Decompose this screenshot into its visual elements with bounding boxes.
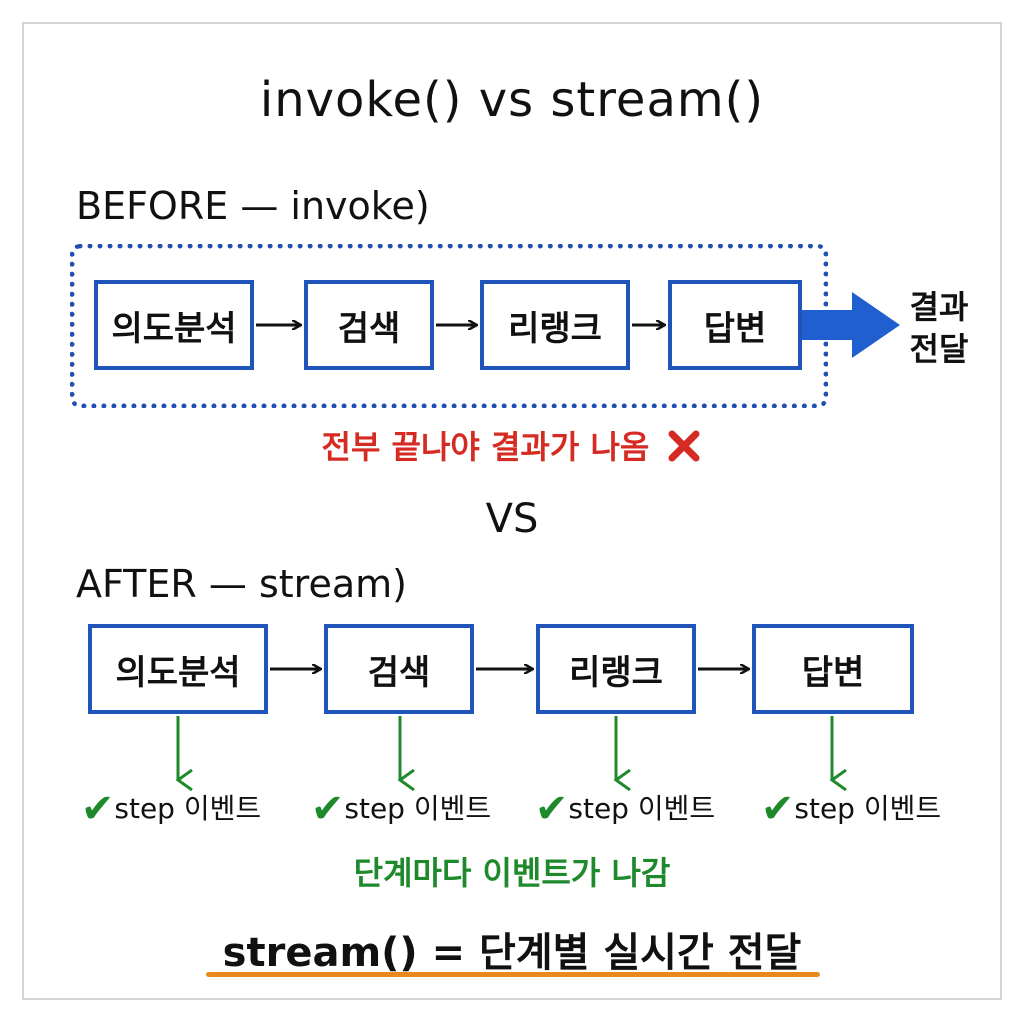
check-icon: ✔ [80,786,115,832]
check-icon: ✔ [310,786,345,832]
invoke-note: 전부 끝나야 결과가 나옴 [0,422,1024,468]
after-step-answer: 답변 [752,624,914,714]
before-step-answer: 답변 [668,280,802,370]
step-event-label: step 이벤트 [794,792,942,825]
summary-text: stream() = 단계별 실시간 전달 [222,930,802,976]
step-event-3: ✔step 이벤트 [510,786,740,832]
summary-underline [206,972,820,977]
page-title: invoke() vs stream() [259,72,765,128]
after-step-rerank: 리랭크 [536,624,696,714]
result-delivery-line1: 결과 [909,288,969,326]
invoke-note-text: 전부 끝나야 결과가 나옴 [321,428,650,466]
result-delivery-label: 결과 전달 [894,286,984,370]
before-label: BEFORE — invoke) [76,184,430,228]
step-event-label: step 이벤트 [344,792,492,825]
check-icon: ✔ [534,786,569,832]
before-step-rerank: 리랭크 [480,280,630,370]
step-event-2: ✔step 이벤트 [286,786,516,832]
outer-frame [22,22,1002,1000]
result-delivery-line2: 전달 [909,330,969,368]
step-event-4: ✔step 이벤트 [736,786,966,832]
step-event-1: ✔step 이벤트 [56,786,286,832]
step-event-label: step 이벤트 [114,792,262,825]
before-step-intent: 의도분석 [94,280,254,370]
x-mark-icon [666,430,702,462]
stream-note: 단계마다 이벤트가 나감 [353,854,671,892]
after-step-search: 검색 [324,624,474,714]
before-step-search: 검색 [304,280,434,370]
after-step-intent: 의도분석 [88,624,268,714]
step-event-label: step 이벤트 [568,792,716,825]
result-arrow-icon [802,292,900,358]
event-down-arrows [178,716,832,780]
vs-label: VS [485,496,539,542]
check-icon: ✔ [760,786,795,832]
after-label: AFTER — stream) [76,562,407,606]
